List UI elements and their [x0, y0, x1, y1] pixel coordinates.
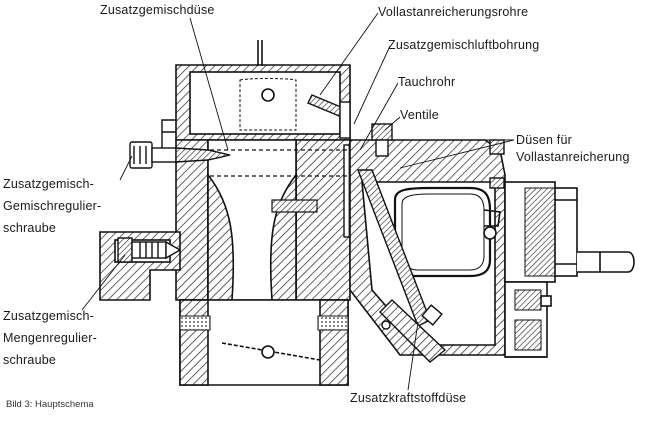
choke-shaft [239, 40, 297, 131]
label-zusatzgemischluftbohrung: Zusatzgemischluftbohrung [388, 38, 540, 52]
lower-right-connector [504, 281, 552, 358]
label-gemischregulier-line1: Zusatzgemisch- [3, 177, 95, 191]
label-gemischregulier-line2: Gemischregulier- [3, 199, 102, 213]
upper-left-bracket [161, 119, 176, 150]
leader-lines [81, 12, 515, 391]
label-tauchrohr: Tauchrohr [398, 75, 456, 89]
label-duesen-line2: Vollastanreicherung [516, 150, 630, 164]
label-vollastanreicherungsrohre: Vollastanreicherungsrohre [378, 5, 529, 19]
right-solenoid [504, 181, 635, 283]
float-chamber [349, 139, 506, 356]
label-gemischregulier-line3: schraube [3, 221, 57, 235]
label-mengenregulier-line3: schraube [3, 353, 57, 367]
label-zusatzkraftstoffduese: Zusatzkraftstoffdüse [350, 391, 467, 405]
full-load-enrichment-tubes [307, 94, 351, 139]
label-mengenregulier-line1: Zusatzgemisch- [3, 309, 95, 323]
carburetor-housing [99, 64, 351, 386]
quantity-regulating-screw [117, 237, 182, 263]
label-ventile: Ventile [400, 108, 439, 122]
mixture-regulating-screw [129, 141, 231, 169]
label-zusatzgemischduese: Zusatzgemischdüse [100, 3, 215, 17]
label-duesen-line1: Düsen für [516, 133, 572, 147]
figure-caption: Bild 3: Hauptschema [6, 399, 94, 410]
label-mengenregulier-line2: Mengenregulier- [3, 331, 98, 345]
auxiliary-fuel-channel [356, 169, 447, 363]
throttle-plate [221, 342, 321, 361]
